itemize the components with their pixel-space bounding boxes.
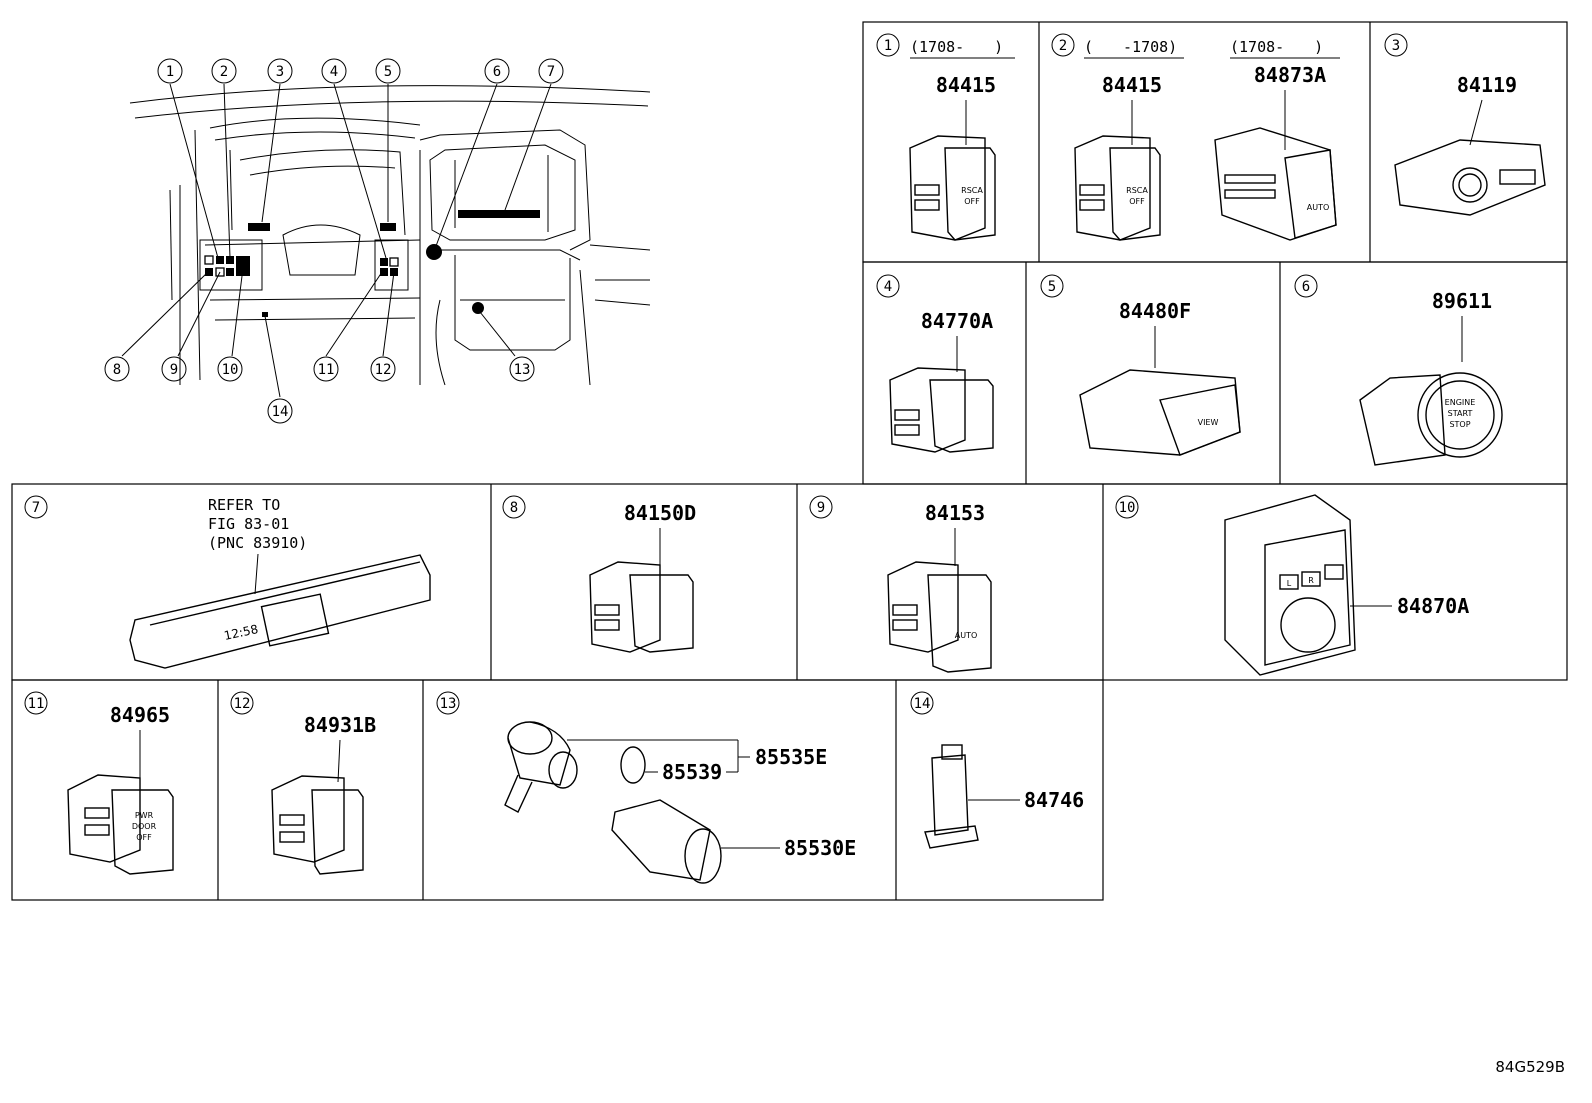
- part-number-84150D: 84150D: [624, 501, 696, 525]
- panel-9-number: 9: [817, 500, 825, 516]
- dash-callout-13: 13: [509, 356, 535, 382]
- panel-8-number: 8: [510, 500, 518, 516]
- part-number-84119: 84119: [1457, 73, 1517, 97]
- dashboard-overview: 1 2 3 4 5 6 7 8 9 10 11 12 13 14: [104, 58, 651, 424]
- panel-7-number: 7: [32, 500, 40, 516]
- panel-2: 2 ( -1708) (1708- ) 84415 RSCA OFF 84873…: [1051, 33, 1340, 241]
- panel-14-number: 14: [914, 696, 931, 712]
- part-number-84415-a: 84415: [936, 73, 996, 97]
- svg-text:6: 6: [493, 64, 501, 80]
- svg-text:DOOR: DOOR: [132, 822, 157, 831]
- svg-text:START: START: [1448, 409, 1473, 418]
- svg-text:OFF: OFF: [136, 833, 152, 842]
- panel-6-number: 6: [1302, 279, 1310, 295]
- part-number-84931B: 84931B: [304, 713, 376, 737]
- panel-9: 9 84153 AUTO: [809, 495, 992, 673]
- svg-text:OFF: OFF: [1129, 197, 1145, 206]
- part-number-84770A: 84770A: [921, 309, 993, 333]
- svg-text:VIEW: VIEW: [1198, 418, 1219, 427]
- svg-text:L: L: [1287, 579, 1292, 588]
- panel-2-range-a: ( -1708): [1084, 38, 1177, 56]
- part-number-84153: 84153: [925, 501, 985, 525]
- svg-text:8: 8: [113, 362, 121, 378]
- svg-text:12:58: 12:58: [223, 622, 260, 643]
- dash-callout-9: 9: [161, 356, 187, 382]
- panel-12: 12 84931B: [230, 691, 376, 875]
- part-number-84873A: 84873A: [1254, 63, 1326, 87]
- svg-text:3: 3: [276, 64, 284, 80]
- panel-13: 13 85535E 85539 85530E: [436, 691, 856, 884]
- panel-5: 5 84480F VIEW: [1040, 274, 1241, 456]
- svg-text:STOP: STOP: [1449, 420, 1470, 429]
- part-number-85530E: 85530E: [784, 836, 856, 860]
- part-number-85539: 85539: [662, 760, 722, 784]
- part-number-84870A: 84870A: [1397, 594, 1469, 618]
- dash-callout-12: 12: [370, 356, 396, 382]
- refer-line-3: (PNC 83910): [208, 534, 307, 552]
- panel-6: 6 89611 ENGINE START STOP: [1294, 274, 1503, 466]
- svg-text:9: 9: [170, 362, 178, 378]
- svg-text:4: 4: [330, 64, 338, 80]
- panel-5-number: 5: [1048, 279, 1056, 295]
- part-number-84965: 84965: [110, 703, 170, 727]
- panel-10-number: 10: [1119, 500, 1136, 516]
- dash-callout-14: 14: [267, 398, 293, 424]
- dash-callout-4: 4: [321, 58, 347, 84]
- part-number-84480F: 84480F: [1119, 299, 1191, 323]
- svg-text:AUTO: AUTO: [955, 631, 978, 640]
- refer-line-2: FIG 83-01: [208, 515, 289, 533]
- panel-2-number: 2: [1059, 38, 1067, 54]
- panel-4-number: 4: [884, 279, 892, 295]
- svg-text:OFF: OFF: [964, 197, 980, 206]
- diagram-id: 84G529B: [1495, 1058, 1565, 1076]
- part-number-84415-b: 84415: [1102, 73, 1162, 97]
- svg-text:12: 12: [375, 362, 392, 378]
- panel-11: 11 84965 PWR DOOR OFF: [24, 691, 174, 875]
- panel-7: 7 REFER TO FIG 83-01 (PNC 83910) 12:58: [24, 495, 431, 669]
- panel-13-number: 13: [440, 696, 457, 712]
- panel-12-number: 12: [234, 696, 251, 712]
- part-number-84746: 84746: [1024, 788, 1084, 812]
- panel-1: 1 (1708- ) 84415 RSCA OFF: [876, 33, 1015, 241]
- svg-text:13: 13: [514, 362, 531, 378]
- svg-text:RSCA: RSCA: [1126, 186, 1148, 195]
- dash-callout-5: 5: [375, 58, 401, 84]
- dash-callout-10: 10: [217, 356, 243, 382]
- panel-grid: [11, 21, 1568, 901]
- svg-text:2: 2: [220, 64, 228, 80]
- svg-text:R: R: [1308, 576, 1314, 585]
- part-number-85535E: 85535E: [755, 745, 827, 769]
- panel-11-number: 11: [28, 696, 45, 712]
- dash-callout-3: 3: [267, 58, 293, 84]
- panel-3-number: 3: [1392, 38, 1400, 54]
- panel-14: 14 84746: [910, 691, 1084, 849]
- svg-text:ENGINE: ENGINE: [1445, 398, 1476, 407]
- panel-1-number: 1: [884, 38, 892, 54]
- dash-callout-2: 2: [211, 58, 237, 84]
- panel-10: 10 L R 84870A: [1115, 494, 1469, 676]
- panel-2-range-b: (1708- ): [1230, 38, 1323, 56]
- panel-4: 4 84770A: [876, 274, 994, 453]
- svg-text:1: 1: [166, 64, 174, 80]
- svg-text:7: 7: [547, 64, 555, 80]
- dash-callout-6: 6: [484, 58, 510, 84]
- dash-callout-8: 8: [104, 356, 130, 382]
- svg-text:RSCA: RSCA: [961, 186, 983, 195]
- panel-1-range: (1708- ): [910, 38, 1003, 56]
- panel-3: 3 84119: [1384, 33, 1546, 216]
- panel-8: 8 84150D: [502, 495, 696, 653]
- svg-text:AUTO: AUTO: [1307, 203, 1330, 212]
- svg-text:14: 14: [272, 404, 289, 420]
- svg-text:10: 10: [222, 362, 239, 378]
- svg-text:11: 11: [318, 362, 335, 378]
- svg-text:5: 5: [384, 64, 392, 80]
- svg-text:PWR: PWR: [135, 811, 154, 820]
- dash-callout-1: 1: [157, 58, 183, 84]
- refer-line-1: REFER TO: [208, 496, 280, 514]
- part-number-89611: 89611: [1432, 289, 1492, 313]
- dash-callout-11: 11: [313, 356, 339, 382]
- dash-callout-7: 7: [538, 58, 564, 84]
